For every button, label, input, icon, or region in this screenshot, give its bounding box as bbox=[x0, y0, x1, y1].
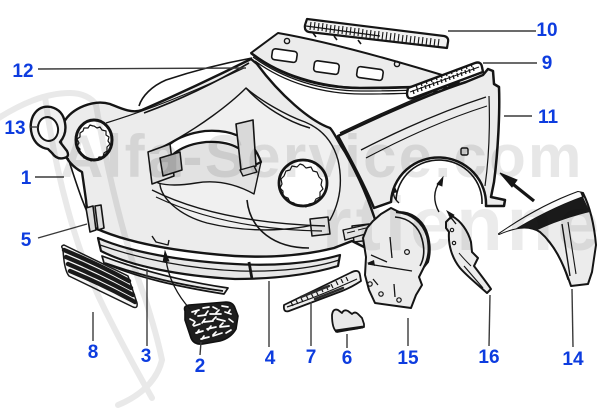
svg-text:16: 16 bbox=[478, 347, 499, 368]
svg-text:2: 2 bbox=[195, 356, 206, 377]
svg-text:1: 1 bbox=[21, 168, 32, 189]
svg-text:9: 9 bbox=[542, 53, 553, 74]
svg-text:14: 14 bbox=[562, 349, 584, 370]
svg-text:15: 15 bbox=[397, 348, 419, 369]
svg-text:8: 8 bbox=[88, 342, 99, 363]
svg-text:12: 12 bbox=[12, 61, 33, 82]
svg-text:10: 10 bbox=[536, 20, 557, 41]
svg-text:3: 3 bbox=[141, 346, 152, 367]
svg-text:4: 4 bbox=[265, 348, 276, 369]
svg-text:rtienne: rtienne bbox=[322, 182, 600, 267]
svg-text:11: 11 bbox=[538, 107, 559, 128]
svg-text:7: 7 bbox=[306, 347, 317, 368]
svg-text:13: 13 bbox=[4, 118, 25, 139]
svg-text:Alfa-Service.com: Alfa-Service.com bbox=[60, 123, 584, 190]
svg-text:5: 5 bbox=[21, 230, 32, 251]
svg-text:6: 6 bbox=[342, 348, 353, 369]
